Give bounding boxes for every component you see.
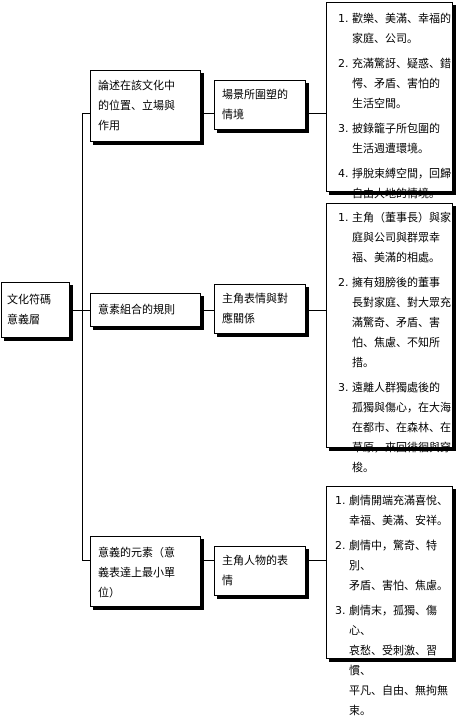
level3-item-line: 庭與公司與群眾幸: [352, 231, 440, 244]
level3-item-line: 梭。: [352, 461, 374, 474]
connector-level2-1-to-level3-1: [306, 113, 326, 114]
level3-item-line: 長對家庭、對大眾充: [352, 296, 451, 309]
level3-item: 1. 主角（董事長）與家 庭與公司與群眾幸 福、美滿的相處。: [338, 208, 452, 268]
level3-item-line: 披錄籠子所包圍的: [352, 122, 440, 135]
level3-item: 2. 充滿驚訝、疑惑、錯 愕、矛盾、害怕的 生活空間。: [338, 54, 452, 114]
level3-item-line: 矛盾、害怕、焦慮。: [349, 579, 448, 592]
level3-item: 3. 披錄籠子所包圍的 生活週遭環境。: [338, 119, 452, 159]
level3-item: 4. 掙脫束縛空間，回歸 自由大地的情境。: [338, 164, 452, 204]
level3-item-line: 哀愁、受刺激、習慣、: [349, 644, 437, 677]
root-node-line: 文化符碼: [7, 293, 51, 306]
level2-node-3: 主角人物的表 情: [214, 546, 306, 596]
level3-item-line: 生活空間。: [352, 97, 407, 110]
list-number: 1.: [335, 494, 346, 507]
level1-node-1: 論述在該文化中 的位置、立場與 作用: [90, 70, 201, 142]
level2-node-2: 主角表情與對 應關係: [214, 284, 306, 334]
level3-item-line: 束。: [349, 704, 371, 717]
level1-node-line: 位）: [98, 586, 120, 599]
level3-item-line: 平凡、自由、無拘無: [349, 684, 448, 697]
level3-item-line: 劇情中，驚奇、特別、: [349, 539, 437, 572]
root-node: 文化符碼 意義層: [1, 282, 70, 338]
level3-item-line: 生活週遭環境。: [352, 142, 429, 155]
level3-item-line: 充滿驚訝、疑惑、錯: [352, 57, 451, 70]
level3-node-1: 1. 歡樂、美滿、幸福的 家庭、公司。 2. 充滿驚訝、疑惑、錯 愕、矛盾、害怕…: [326, 2, 453, 200]
level3-item: 3. 遠離人群獨處後的 孤獨與傷心，在大海 在都市、在森林、在 草原，來回徘徊與…: [338, 378, 452, 478]
connector-trunk-to-level1-2: [82, 310, 90, 311]
list-number: 2.: [338, 276, 349, 289]
level1-node-2: 意素組合的規則: [90, 293, 201, 327]
connector-trunk-to-level1-1: [82, 113, 90, 114]
level3-item-line: 孤獨與傷心，在大海: [352, 401, 451, 414]
connector-level1-trunk: [82, 113, 83, 560]
level2-node-line: 情境: [222, 108, 244, 121]
level3-item-line: 劇情開端充滿喜悅、: [349, 494, 448, 507]
level3-item-line: 福、美滿的相處。: [352, 251, 440, 264]
level3-item-line: 幸福、美滿、安祥。: [349, 514, 448, 527]
connector-level1-1-to-level2-1: [201, 113, 214, 114]
level2-node-1: 場景所圍塑的 情境: [214, 80, 306, 130]
list-number: 3.: [338, 122, 349, 135]
connector-root-to-trunk: [70, 310, 82, 311]
level1-node-line: 作用: [98, 119, 120, 132]
level3-item-line: 措。: [352, 356, 374, 369]
connector-level2-2-to-level3-2: [306, 310, 326, 311]
level3-item-line: 滿驚奇、矛盾、害: [352, 316, 440, 329]
level1-node-line: 的位置、立場與: [98, 99, 175, 112]
level1-node-line: 意素組合的規則: [98, 303, 175, 316]
level3-item-line: 掙脫束縛空間，回歸: [352, 167, 451, 180]
level3-item-line: 怕、焦慮、不知所: [352, 336, 440, 349]
level3-item-line: 歡樂、美滿、幸福的: [352, 12, 451, 25]
level2-node-line: 主角人物的表: [222, 554, 288, 567]
level3-item-line: 草原，來回徘徊與穿: [352, 441, 451, 454]
list-number: 1.: [338, 12, 349, 25]
connector-level1-3-to-level2-3: [201, 560, 214, 561]
root-node-line: 意義層: [7, 313, 40, 326]
level3-node-2: 1. 主角（董事長）與家 庭與公司與群眾幸 福、美滿的相處。 2. 擁有翅膀後的…: [326, 203, 453, 474]
level1-node-line: 義表達上最小單: [98, 566, 175, 579]
level2-node-line: 場景所圍塑的: [222, 88, 288, 101]
list-number: 3.: [338, 381, 349, 394]
level2-node-line: 情: [222, 574, 233, 587]
level3-item-line: 自由大地的情境。: [352, 187, 440, 200]
level1-node-line: 意義的元素（意: [98, 546, 175, 559]
level3-node-3: 1. 劇情開端充滿喜悅、 幸福、美滿、安祥。 2. 劇情中，驚奇、特別、 矛盾、…: [326, 486, 453, 717]
list-number: 4.: [338, 167, 349, 180]
connector-level2-3-to-level3-3: [306, 560, 326, 561]
level1-node-line: 論述在該文化中: [98, 79, 175, 92]
level2-node-line: 應關係: [222, 312, 255, 325]
level3-item: 2. 劇情中，驚奇、特別、 矛盾、害怕、焦慮。: [335, 536, 453, 596]
level3-item-line: 主角（董事長）與家: [352, 211, 451, 224]
level3-item: 1. 劇情開端充滿喜悅、 幸福、美滿、安祥。: [335, 491, 453, 531]
level3-item: 3. 劇情末，孤獨、傷心、 哀愁、受刺激、習慣、 平凡、自由、無拘無 束。: [335, 601, 453, 721]
level2-node-line: 主角表情與對: [222, 292, 288, 305]
level3-item-line: 遠離人群獨處後的: [352, 381, 440, 394]
level3-item-line: 劇情末，孤獨、傷心、: [349, 604, 437, 637]
level3-item-line: 在都市、在森林、在: [352, 421, 451, 434]
connector-trunk-to-level1-3: [82, 560, 90, 561]
connector-level1-2-to-level2-2: [201, 310, 214, 311]
list-number: 1.: [338, 211, 349, 224]
level3-item: 1. 歡樂、美滿、幸福的 家庭、公司。: [338, 9, 452, 49]
level3-item-line: 擁有翅膀後的董事: [352, 276, 440, 289]
list-number: 2.: [338, 57, 349, 70]
list-number: 3.: [335, 604, 346, 617]
level3-item: 2. 擁有翅膀後的董事 長對家庭、對大眾充 滿驚奇、矛盾、害 怕、焦慮、不知所 …: [338, 273, 452, 373]
level1-node-3: 意義的元素（意 義表達上最小單 位）: [90, 536, 201, 607]
list-number: 2.: [335, 539, 346, 552]
level3-item-line: 愕、矛盾、害怕的: [352, 77, 440, 90]
level3-item-line: 家庭、公司。: [352, 32, 418, 45]
